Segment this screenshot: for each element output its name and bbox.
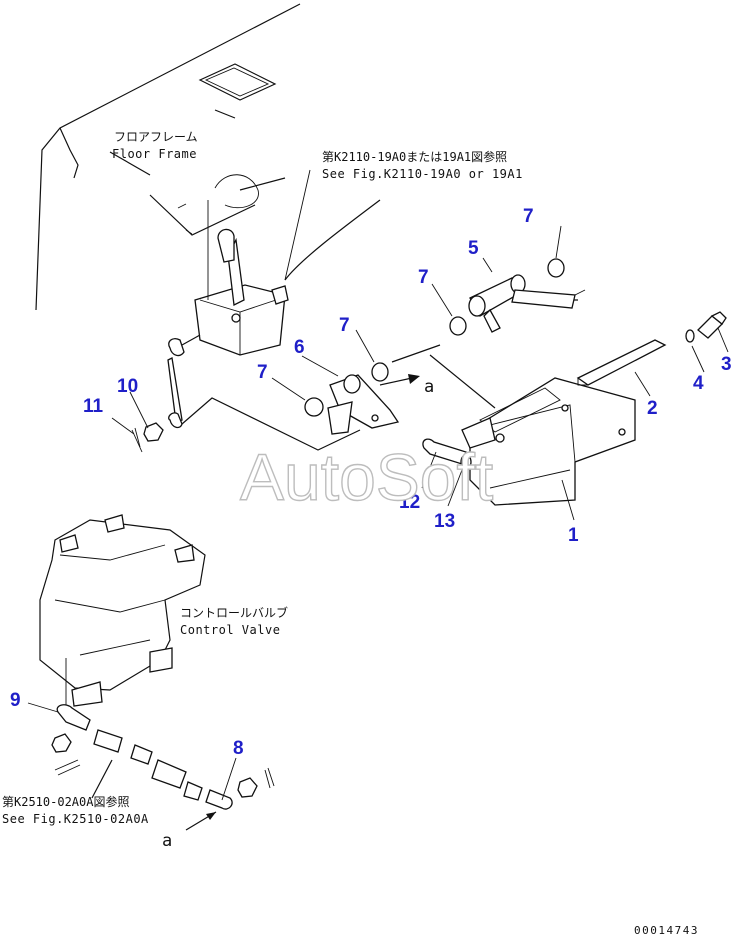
part-13-washer	[460, 454, 472, 470]
part-3-bolt	[697, 311, 727, 339]
section-marker-a-lower: a	[162, 831, 172, 851]
callout-8: 8	[233, 738, 244, 759]
fig-lever-ref-en: See Fig.K2110-19A0 or 19A1	[322, 167, 523, 181]
callout-6: 6	[294, 337, 305, 358]
part-4-washer	[685, 329, 695, 343]
callout-5: 5	[468, 238, 479, 259]
part-7-bushings	[304, 258, 565, 417]
lever-assembly	[167, 199, 381, 429]
lower-linkage	[51, 704, 275, 810]
watermark: AutoSoft	[240, 440, 493, 514]
document-number: 00014743	[634, 924, 699, 937]
callout-7-b: 7	[418, 267, 429, 288]
callout-2: 2	[647, 398, 658, 419]
callout-7-c: 7	[339, 315, 350, 336]
floor-frame	[35, 3, 301, 311]
part-10-nut	[143, 422, 164, 442]
part-5-lever	[468, 274, 586, 333]
callout-4: 4	[693, 373, 704, 394]
floor-frame-label-jp: フロアフレーム	[114, 130, 198, 144]
part-11-cotter-pin	[131, 427, 143, 453]
control-valve-label-en: Control Valve	[180, 623, 280, 637]
leader-lines	[27, 169, 729, 831]
fig-valve-ref-jp: 第K2510-02A0A図参照	[2, 794, 129, 809]
callout-12: 12	[399, 492, 420, 513]
control-valve	[39, 514, 206, 710]
callout-13: 13	[434, 511, 455, 532]
callout-9: 9	[10, 690, 21, 711]
callout-1: 1	[568, 525, 579, 546]
fig-valve-ref-en: See Fig.K2510-02A0A	[2, 812, 149, 826]
callout-7-a: 7	[523, 206, 534, 227]
part-2-rod	[576, 339, 667, 386]
part-1-bracket	[461, 377, 636, 506]
callout-3: 3	[721, 354, 732, 375]
control-valve-label-jp: コントロールバルブ	[180, 605, 288, 620]
callout-11: 11	[83, 396, 104, 417]
callout-10: 10	[117, 376, 138, 397]
floor-frame-label-en: Floor Frame	[112, 147, 197, 161]
fig-lever-ref-jp: 第K2110-19A0または19A1図参照	[322, 149, 507, 164]
callout-7-d: 7	[257, 362, 268, 383]
part-6-lever	[327, 374, 400, 435]
section-marker-a-upper: a	[424, 377, 434, 397]
